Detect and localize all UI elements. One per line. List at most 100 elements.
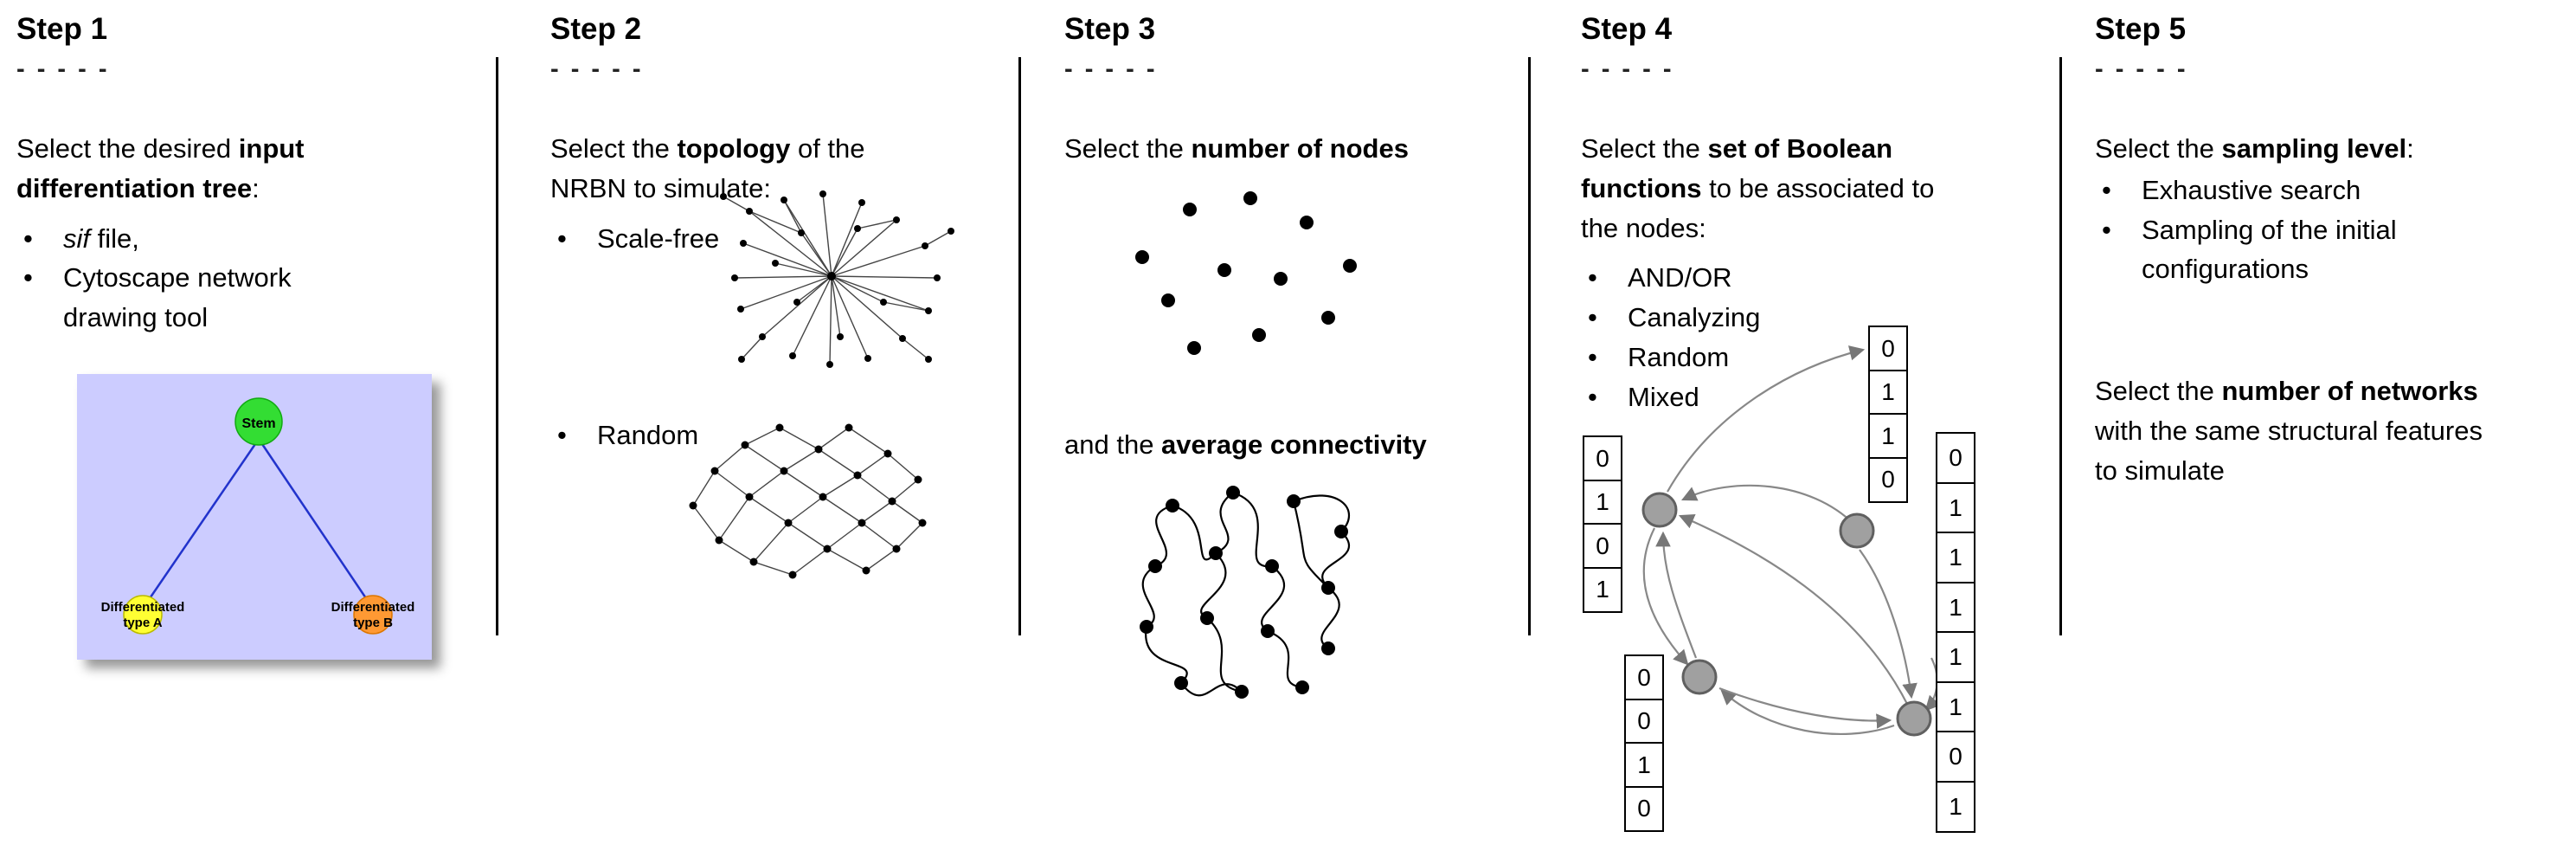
bullet-random: • Random xyxy=(550,416,914,455)
step-4-intro: Select the set of Boolean functions to b… xyxy=(1581,129,1979,248)
bullet-exhaustive-search: • Exhaustive search xyxy=(2095,171,2528,210)
step-5-dashed-separator: - - - - - xyxy=(2095,55,2188,84)
bullet-mixed-label: Mixed xyxy=(1628,382,1699,413)
step-3-intro-bold: number of nodes xyxy=(1191,132,1409,164)
average-connectivity-graphic xyxy=(1140,485,1351,699)
step-3-intro: Select the number of nodes xyxy=(1064,129,1523,169)
truth-table-cell: 1 xyxy=(1936,780,1975,833)
bullet-random-functions-label: Random xyxy=(1628,342,1730,373)
truth-table-cell: 0 xyxy=(1583,435,1622,481)
scale-free-network-graphic xyxy=(720,190,954,368)
step-2-column: Step 2 - - - - - Select the topology of … xyxy=(550,12,954,579)
sif-italic: sif xyxy=(63,222,90,254)
step-4-intro-post: to be associated to the nodes: xyxy=(1581,172,1935,243)
step-1-intro: Select the desired input differentiation… xyxy=(16,129,380,209)
truth-table-right: 0 1 1 1 1 1 0 1 xyxy=(1936,432,1975,833)
step-3-connectivity-text: and the average connectivity xyxy=(1064,425,1523,465)
step-3-column: Step 3 - - - - - Select the number of no… xyxy=(1064,12,1523,726)
truth-table-cell: 0 xyxy=(1936,731,1975,783)
step-5-para2-post: with the same structural features to sim… xyxy=(2095,416,2483,487)
truth-table-cell: 1 xyxy=(1868,369,1908,416)
bullet-marker: • xyxy=(2102,214,2111,245)
truth-table-left: 0 1 0 1 xyxy=(1583,435,1622,613)
column-divider-2 xyxy=(1018,57,1021,635)
step-5-title: Step 5 xyxy=(2095,12,2187,46)
bullet-cytoscape-label: Cytoscape network drawing tool xyxy=(63,262,292,333)
step-2-bullet-list: • Scale-free • Random xyxy=(550,219,914,456)
type-b-label-line1: Differentiated xyxy=(331,600,415,615)
truth-table-cell: 0 xyxy=(1868,326,1908,371)
bullet-scale-free: • Scale-free xyxy=(550,219,914,259)
truth-table-cell: 0 xyxy=(1624,698,1664,745)
bullet-mixed: • Mixed xyxy=(1581,377,1988,417)
bullet-and-or-label: AND/OR xyxy=(1628,262,1732,293)
step-4-column: Step 4 - - - - - Select the set of Boole… xyxy=(1581,12,1988,851)
step-3-intro-pre: Select the xyxy=(1064,132,1192,164)
bullet-marker: • xyxy=(1588,342,1597,373)
step-5-bullet-list: • Exhaustive search • Sampling of the in… xyxy=(2095,171,2528,290)
step-5-networks-text: Select the number of networks with the s… xyxy=(2095,371,2497,491)
truth-table-cell: 1 xyxy=(1583,479,1622,525)
truth-table-cell: 1 xyxy=(1936,631,1975,683)
step-5-column: Step 5 - - - - - Select the sampling lev… xyxy=(2095,12,2566,491)
bullet-marker: • xyxy=(23,222,33,254)
step-3-dashed-separator: - - - - - xyxy=(1064,55,1158,84)
step-5-para2-bold: number of networks xyxy=(2221,376,2478,407)
bullet-exhaustive-search-label: Exhaustive search xyxy=(2142,174,2361,205)
differentiation-tree-graphic: Stem Differentiated type A Differentiate… xyxy=(77,374,432,661)
bullet-marker: • xyxy=(557,420,567,451)
truth-table-bottom: 0 0 1 0 xyxy=(1624,654,1664,832)
truth-table-cell: 0 xyxy=(1868,456,1908,503)
truth-table-cell: 1 xyxy=(1936,532,1975,583)
bullet-and-or: • AND/OR xyxy=(1581,258,1988,298)
type-a-label-line2: type A xyxy=(123,616,162,630)
step-5-intro: Select the sampling level: xyxy=(2095,129,2566,169)
truth-table-top: 0 1 1 0 xyxy=(1868,326,1908,503)
truth-table-cell: 1 xyxy=(1936,680,1975,733)
step-4-intro-pre: Select the xyxy=(1581,132,1708,164)
bullet-canalyzing: • Canalyzing xyxy=(1581,298,1988,338)
nodes-scatter-graphic xyxy=(1135,190,1357,355)
step-1-dashed-separator: - - - - - xyxy=(16,55,110,84)
step-1-title: Step 1 xyxy=(16,12,108,46)
type-a-label-line1: Differentiated xyxy=(101,600,185,615)
stem-node-label: Stem xyxy=(241,416,275,431)
step-3-title: Step 3 xyxy=(1064,12,1156,46)
truth-table-cell: 0 xyxy=(1624,785,1664,832)
step-1-column: Step 1 - - - - - Select the desired inpu… xyxy=(16,12,432,661)
truth-table-cell: 0 xyxy=(1936,432,1975,484)
step-2-intro-pre: Select the xyxy=(550,132,678,164)
bullet-sampling-configurations-label: Sampling of the initial configurations xyxy=(2142,214,2397,285)
step-1-bullet-list: • sif file, • Cytoscape network drawing … xyxy=(16,219,380,338)
boolean-network-figure: 0 1 1 0 0 1 0 1 0 0 1 0 0 1 1 1 xyxy=(1581,320,1988,851)
column-divider-3 xyxy=(1528,57,1531,635)
truth-table-cell: 0 xyxy=(1583,523,1622,569)
bullet-random-label: Random xyxy=(597,420,699,451)
column-divider-4 xyxy=(2059,57,2062,635)
step-2-intro-post: of the NRBN to simulate: xyxy=(550,132,865,203)
boolean-network-graphic xyxy=(1641,345,1941,737)
truth-table-cell: 1 xyxy=(1624,742,1664,788)
step-4-intro-bold: set of Boolean functions xyxy=(1581,132,1893,203)
truth-table-cell: 1 xyxy=(1583,566,1622,613)
truth-table-cell: 1 xyxy=(1868,413,1908,459)
sif-rest: file, xyxy=(90,222,139,254)
bullet-marker: • xyxy=(557,222,567,254)
step-4-title: Step 4 xyxy=(1581,12,1673,46)
truth-table-cell: 0 xyxy=(1624,654,1664,700)
bullet-random-functions: • Random xyxy=(1581,338,1988,377)
bullet-marker: • xyxy=(1588,262,1597,293)
step-3-mid-pre: and the xyxy=(1064,429,1162,460)
bullet-marker: • xyxy=(2102,174,2111,205)
bullet-scale-free-label: Scale-free xyxy=(597,222,720,254)
bullet-canalyzing-label: Canalyzing xyxy=(1628,302,1761,333)
bullet-sif-file: • sif file, xyxy=(16,219,380,259)
truth-table-cell: 1 xyxy=(1936,581,1975,634)
bullet-cytoscape: • Cytoscape network drawing tool xyxy=(16,258,380,338)
step-4-bullet-list: • AND/OR • Canalyzing • Random • Mixed xyxy=(1581,258,1988,417)
network-node-a xyxy=(1641,492,1678,528)
step-5-intro-pre: Select the xyxy=(2095,132,2222,164)
step-5-intro-post: : xyxy=(2406,132,2414,164)
network-node-c xyxy=(1681,659,1718,695)
